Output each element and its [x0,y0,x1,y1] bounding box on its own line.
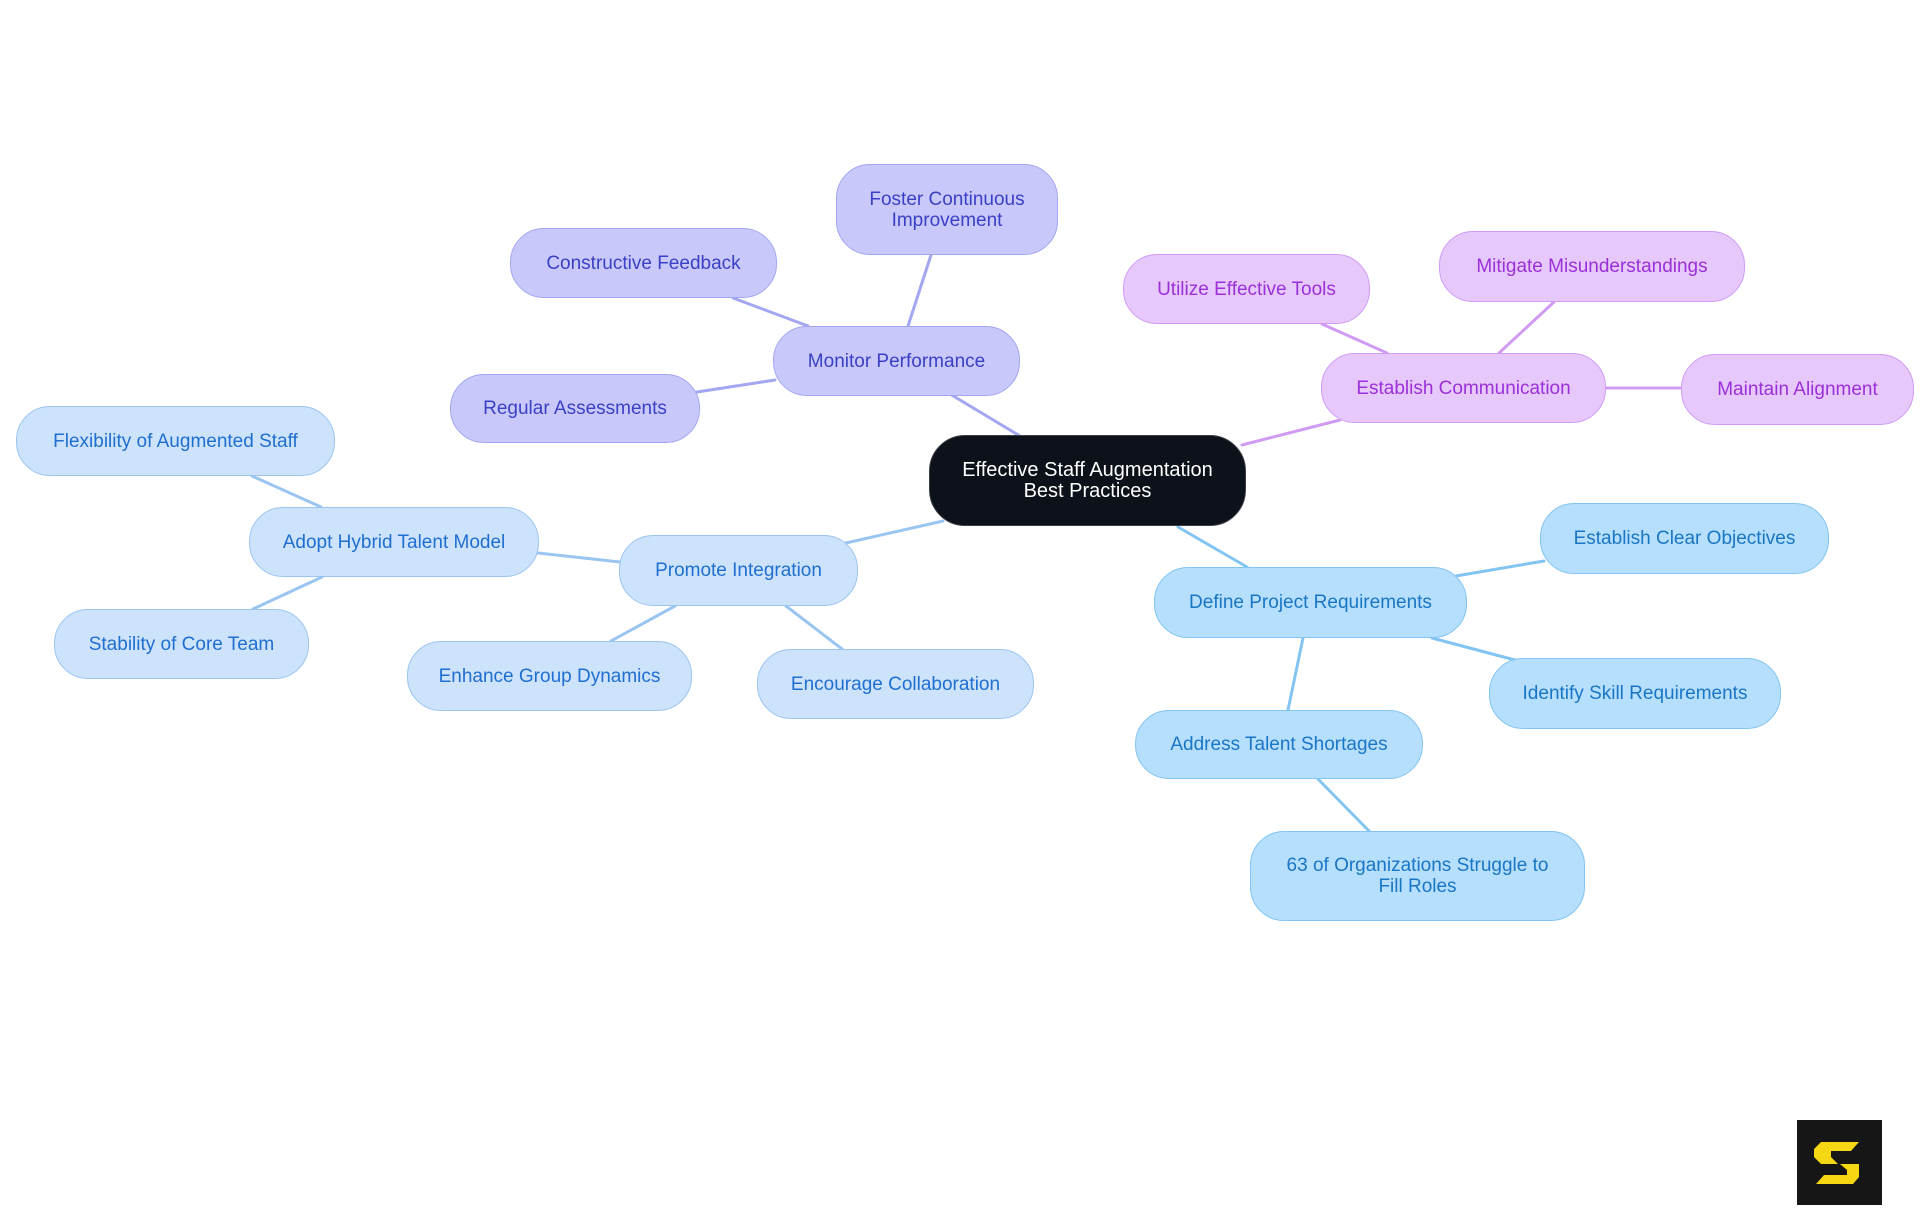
node-monitor-performance[interactable]: Monitor Performance [773,326,1020,396]
edge-shortages-stat63 [1316,777,1371,833]
edge-monitor-assess [695,378,777,394]
node-address-talent-shortages[interactable]: Address Talent Shortages [1135,710,1423,779]
edge-root-monitor [948,392,1022,438]
node-foster-continuous-improvement[interactable]: Foster Continuous Improvement [836,164,1058,255]
node-constructive-feedback[interactable]: Constructive Feedback [510,228,777,298]
edge-root-define [1176,525,1249,569]
edge-root-comm [1240,418,1342,447]
node-enhance-group-dynamics[interactable]: Enhance Group Dynamics [407,641,692,711]
brand-logo [1797,1120,1882,1205]
node-utilize-effective-tools[interactable]: Utilize Effective Tools [1123,254,1370,324]
node-identify-skill-requirements[interactable]: Identify Skill Requirements [1489,658,1781,729]
edge-comm-tools [1320,322,1389,355]
node-establish-clear-objectives[interactable]: Establish Clear Objectives [1540,503,1829,574]
edge-comm-mitigate [1497,300,1556,355]
root-node[interactable]: Effective Staff Augmentation Best Practi… [929,435,1246,526]
node-define-project-requirements[interactable]: Define Project Requirements [1154,567,1467,638]
edge-define-objectives [1454,559,1546,578]
node-adopt-hybrid-talent-model[interactable]: Adopt Hybrid Talent Model [249,507,539,577]
node-regular-assessments[interactable]: Regular Assessments [450,374,700,443]
edge-integration-collab [784,604,844,651]
edge-root-integration [844,519,945,545]
edge-integration-hybrid [536,551,622,564]
s-brand-logo-icon [1814,1142,1859,1184]
edge-define-skills [1430,636,1517,662]
node-establish-communication[interactable]: Establish Communication [1321,353,1606,423]
node-flexibility-of-augmented-staff[interactable]: Flexibility of Augmented Staff [16,406,335,476]
node-maintain-alignment[interactable]: Maintain Alignment [1681,354,1914,425]
node-promote-integration[interactable]: Promote Integration [619,535,858,606]
edge-integration-dynamics [609,604,677,643]
edge-define-shortages [1286,636,1305,712]
node-mitigate-misunderstandings[interactable]: Mitigate Misunderstandings [1439,231,1745,302]
edge-monitor-feedback [731,296,810,328]
node-stability-of-core-team[interactable]: Stability of Core Team [54,609,309,679]
node-63-organizations-struggle[interactable]: 63 of Organizations Struggle to Fill Rol… [1250,831,1585,921]
edge-monitor-foster [906,253,933,328]
node-encourage-collaboration[interactable]: Encourage Collaboration [757,649,1034,719]
edge-hybrid-stability [251,575,324,611]
edge-hybrid-flex [250,474,323,509]
